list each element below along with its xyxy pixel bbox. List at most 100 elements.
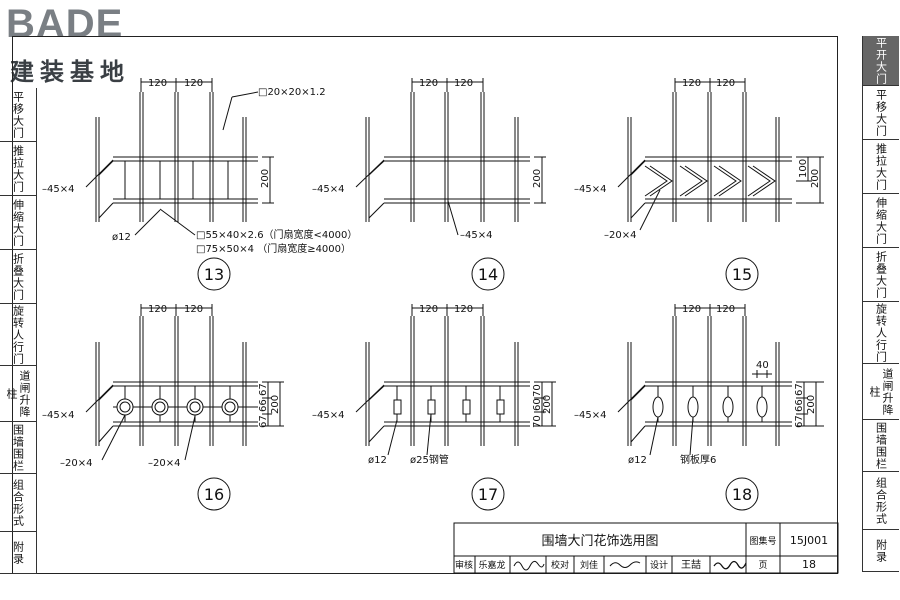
label-flat-bar: –45×4: [574, 410, 606, 421]
nav-item[interactable]: 道闸升降柱: [863, 364, 899, 420]
nav-item[interactable]: 折叠大门: [0, 250, 36, 304]
nav-item[interactable]: 围墙围栏: [0, 422, 36, 474]
dim-67: 67: [258, 415, 269, 428]
nav-item[interactable]: 推拉大门: [0, 142, 36, 196]
nav-item-label: 组合形式: [11, 478, 25, 527]
nav-item-label: 旋转人行门: [874, 302, 888, 363]
figure-number: 13: [204, 265, 224, 284]
dim-120: 120: [682, 304, 701, 315]
nav-item-label: 折叠大门: [874, 250, 888, 299]
dim-200: 200: [260, 169, 271, 188]
nav-item-label: 平移大门: [11, 90, 25, 139]
nav-item[interactable]: 旋转人行门: [0, 304, 36, 366]
nav-item[interactable]: 旋转人行门: [863, 302, 899, 364]
figure-number: 17: [478, 485, 498, 504]
detail-14: [355, 78, 546, 291]
detail-15: [617, 78, 824, 291]
dim-100: 100: [798, 159, 809, 178]
dim-67: 67: [794, 383, 805, 396]
dim-120: 120: [148, 78, 167, 89]
nav-item[interactable]: 平移大门: [0, 88, 36, 142]
dim-120: 120: [148, 304, 167, 315]
dim-120: 120: [419, 304, 438, 315]
nav-item-label: 围墙围栏: [11, 423, 25, 472]
dim-120: 120: [454, 304, 473, 315]
label-flat-bar: –45×4: [312, 184, 344, 195]
check-label: 校对: [551, 559, 569, 571]
nav-item[interactable]: 围墙围栏: [863, 420, 899, 472]
design-name: 王喆: [681, 558, 701, 571]
nav-item[interactable]: 组合形式: [863, 472, 899, 530]
nav-item[interactable]: 平开大门: [863, 36, 899, 86]
label-rod: ø12: [112, 232, 131, 243]
label-flat-bar-small: –20×4: [60, 458, 92, 469]
drawing-frame: [12, 36, 838, 574]
figure-number: 14: [478, 265, 498, 284]
nav-item-label: 道闸升降柱: [868, 367, 894, 416]
check-name: 刘佳: [580, 559, 598, 571]
dim-67: 67: [794, 415, 805, 428]
nav-item-label: 旋转人行门: [11, 304, 25, 365]
nav-item-label: 道闸升降柱: [5, 369, 31, 418]
dim-120: 120: [184, 78, 203, 89]
dim-40: 40: [756, 360, 769, 371]
signature-scribble: [513, 560, 545, 571]
label-tube-large: □75×50×4 （门扇宽度≥4000）: [196, 242, 351, 255]
signature-scribble: [609, 561, 641, 568]
logo-text-en: BADE: [6, 2, 124, 46]
atlas-number: 15J001: [790, 534, 828, 547]
label-flat-bar-small: –20×4: [604, 230, 636, 241]
dim-120: 120: [454, 78, 473, 89]
nav-item-label: 推拉大门: [11, 144, 25, 193]
dim-200: 200: [270, 395, 281, 414]
signature-scribble: [713, 560, 747, 570]
title-block-lines: [453, 522, 839, 574]
nav-item[interactable]: 道闸升降柱: [0, 366, 36, 422]
dim-70: 70: [532, 415, 543, 428]
review-name: 乐嘉龙: [478, 559, 505, 571]
dim-200: 200: [532, 169, 543, 188]
label-tube: □20×20×1.2: [258, 87, 326, 98]
detail-13: [85, 78, 274, 291]
design-label: 设计: [650, 559, 668, 571]
nav-item[interactable]: 折叠大门: [863, 248, 899, 302]
detail-18: [617, 304, 824, 511]
nav-item-label: 平移大门: [874, 88, 888, 137]
drawing-title: 围墙大门花饰选用图: [541, 533, 658, 549]
nav-item-label: 附录: [874, 538, 888, 563]
figure-number: 15: [732, 265, 752, 284]
dim-70: 70: [532, 384, 543, 397]
label-steel-pipe: ø25钢管: [410, 453, 449, 466]
nav-item[interactable]: 组合形式: [0, 474, 36, 532]
nav-item-label: 推拉大门: [874, 142, 888, 191]
label-flat-bar: –45×4: [312, 410, 344, 421]
label-flat-bar: –45×4: [574, 184, 606, 195]
nav-item[interactable]: 伸缩大门: [863, 194, 899, 248]
nav-item-label: 伸缩大门: [11, 198, 25, 247]
right-nav: 平开大门平移大门推拉大门伸缩大门折叠大门旋转人行门道闸升降柱围墙围栏组合形式附录: [862, 36, 899, 572]
label-rod: ø12: [368, 455, 387, 466]
nav-item-label: 组合形式: [874, 476, 888, 525]
nav-item-label: 伸缩大门: [874, 196, 888, 245]
detail-17: [355, 304, 556, 511]
label-rod: ø12: [628, 455, 647, 466]
label-steel-plate: 钢板厚6: [680, 453, 716, 466]
nav-item-label: 折叠大门: [11, 252, 25, 301]
label-tube-small: □55×40×2.6（门扇宽度<4000）: [196, 228, 357, 241]
nav-item[interactable]: 推拉大门: [863, 140, 899, 194]
nav-item[interactable]: 平移大门: [863, 86, 899, 140]
detail-16: [85, 304, 284, 511]
dim-120: 120: [716, 78, 735, 89]
page-number: 18: [802, 558, 816, 571]
dim-120: 120: [682, 78, 701, 89]
dim-66: 66: [794, 399, 805, 412]
nav-item[interactable]: 伸缩大门: [0, 196, 36, 250]
dim-60: 60: [532, 398, 543, 411]
logo-text-cn: 建装基地: [10, 58, 130, 86]
dim-67: 67: [258, 383, 269, 396]
logo: BADE 建装基地: [4, 2, 174, 86]
label-flat-bar: –45×4: [460, 230, 492, 241]
nav-item[interactable]: 附录: [0, 532, 36, 574]
nav-item[interactable]: 附录: [863, 530, 899, 572]
